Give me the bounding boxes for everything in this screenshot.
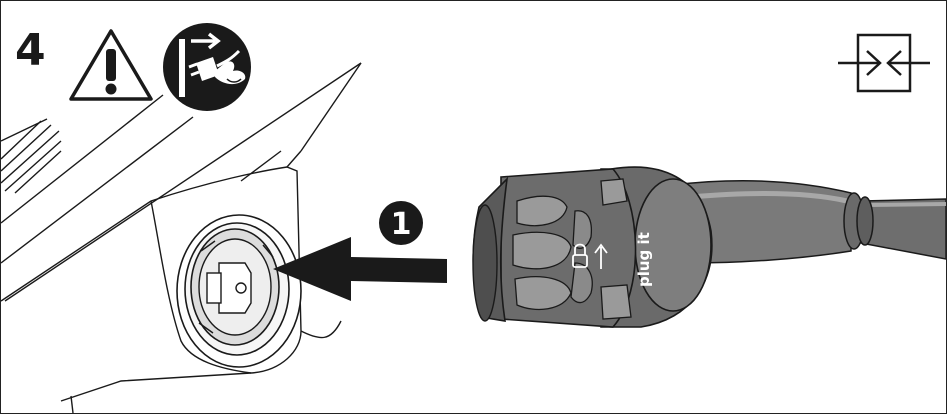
- step-number: 4: [15, 25, 46, 76]
- warning-triangle-icon: [69, 29, 153, 101]
- connect-arrows-icon: [838, 33, 930, 93]
- device-socket: [176, 214, 302, 368]
- connector-label: plug it: [635, 232, 653, 287]
- lock-arrow-icon: [572, 243, 608, 269]
- power-cable: [672, 180, 946, 264]
- callout-badge: 1: [379, 201, 423, 245]
- disconnect-power-plug-icon: [163, 23, 251, 111]
- callout-number: 1: [391, 207, 412, 242]
- insertion-arrow: [273, 237, 447, 301]
- connector-plug: plug it: [472, 166, 713, 328]
- device-housing: [1, 62, 362, 413]
